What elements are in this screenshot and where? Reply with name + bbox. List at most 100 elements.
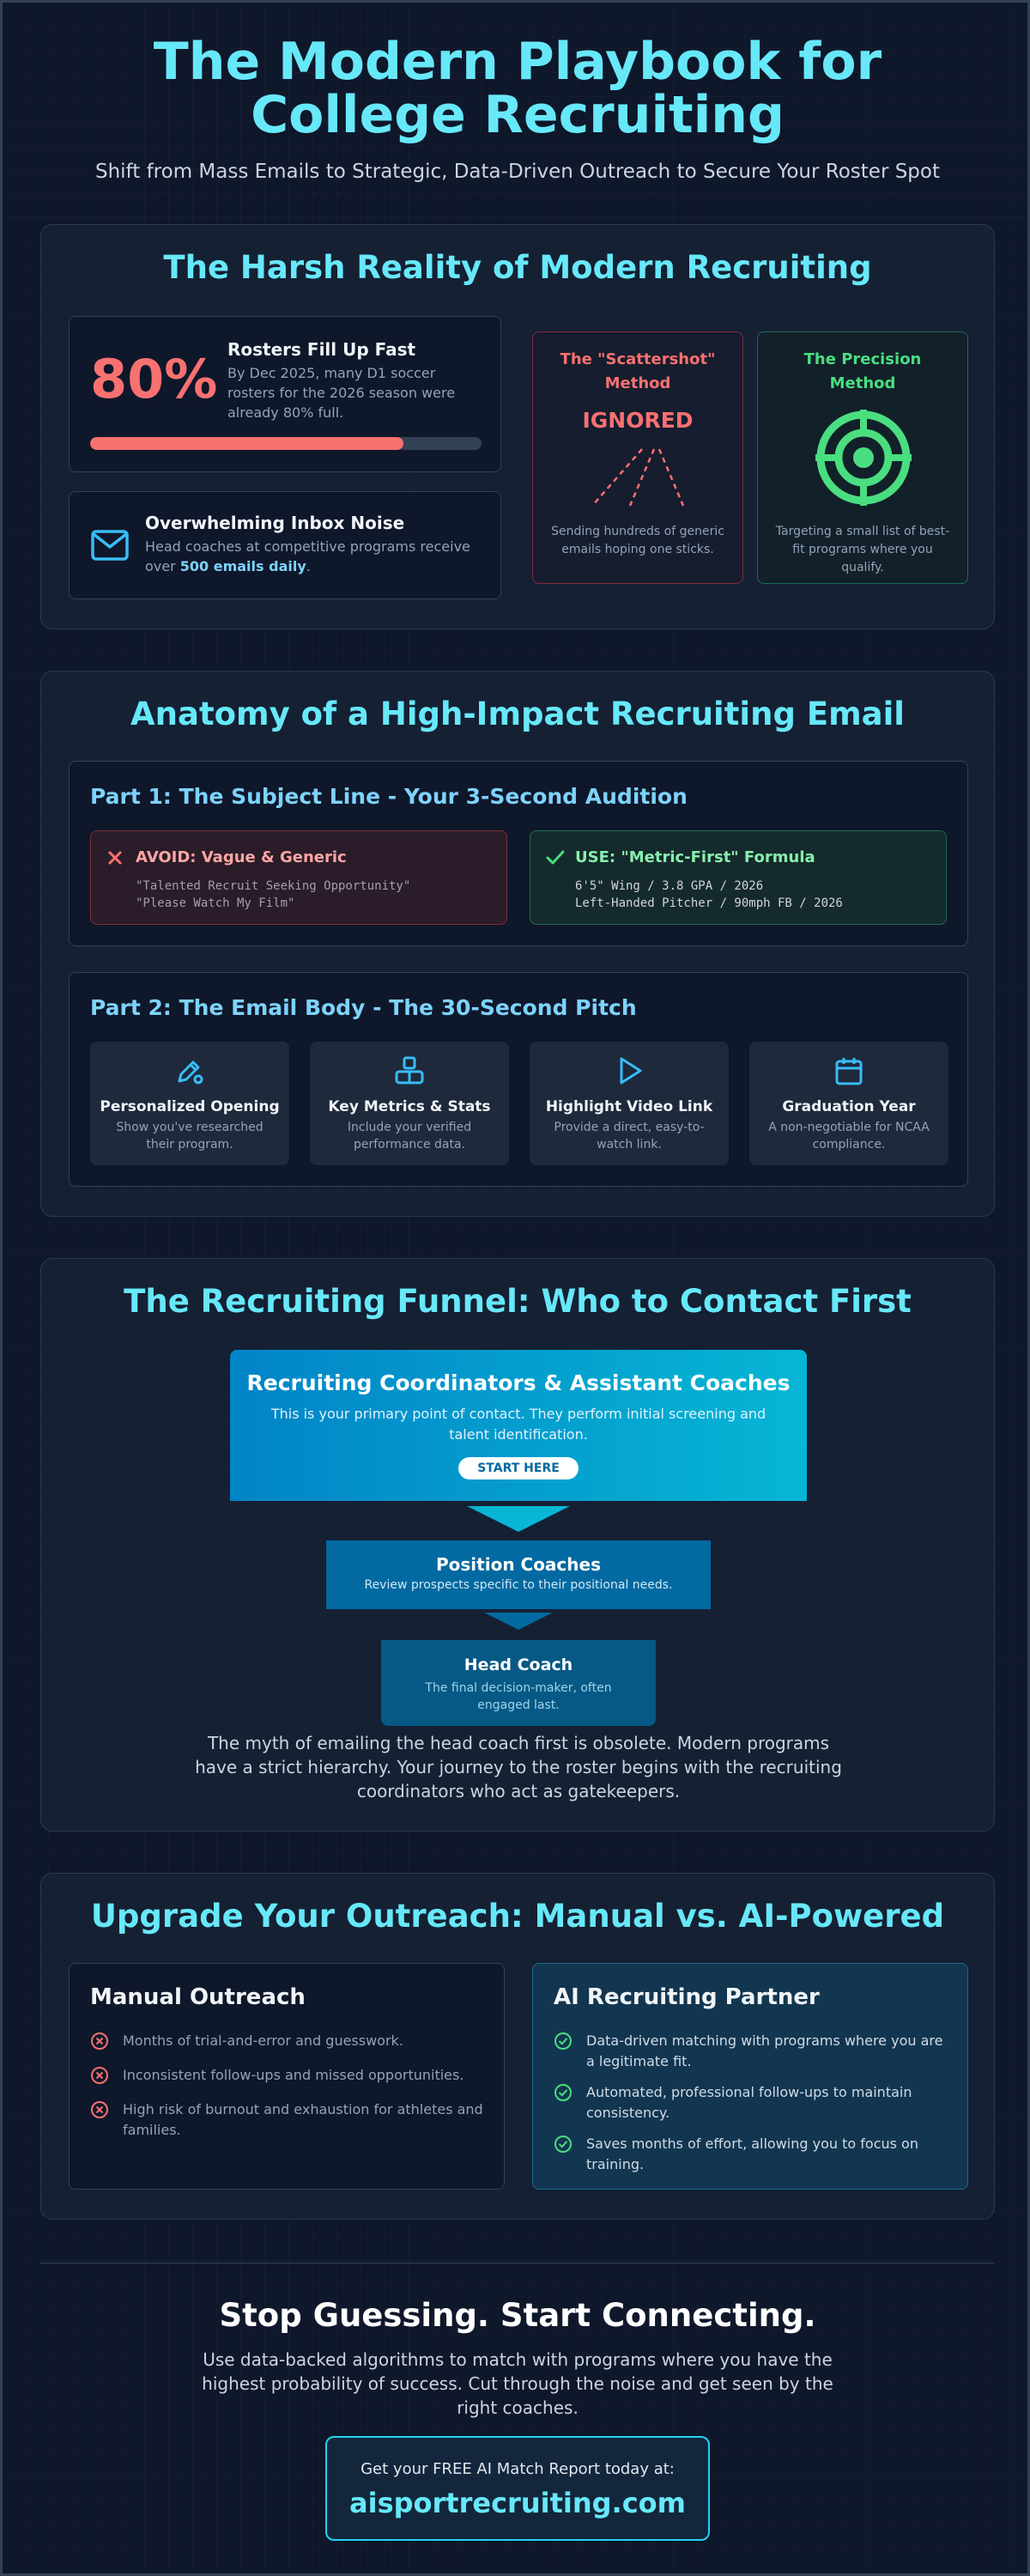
blocks-icon [395,1056,424,1084]
pitch-title: Graduation Year [782,1098,916,1115]
ai-item-text: Automated, professional follow-ups to ma… [586,2084,912,2121]
ignored-label: IGNORED [582,408,694,433]
target-icon [815,410,912,506]
check-icon [546,850,565,865]
part2-title: Part 2: The Email Body - The 30-Second P… [90,995,637,1020]
precision-title-1: The Precision [803,350,922,368]
ai-card: AI Recruiting Partner Data-driven matchi… [532,1963,968,2190]
manual-item-text: Months of trial-and-error and guesswork. [123,2032,403,2049]
inbox-text-block: Overwhelming Inbox Noise Head coaches at… [145,513,480,576]
rosters-text-block: Rosters Fill Up Fast By Dec 2025, many D… [227,339,482,422]
pitch-item-metrics: Key Metrics & Stats Include your verifie… [310,1042,509,1165]
pitch-desc: Show you've researched their program. [116,1121,264,1151]
precision-card: The Precision Method Targeting a small l… [757,331,968,584]
manual-item: Months of trial-and-error and guesswork. [90,2031,483,2051]
check-circle-icon [554,2084,572,2101]
scattershot-desc: Sending hundreds of generic emails hopin… [551,525,724,556]
scattershot-title: The "Scattershot" Method [533,348,742,396]
pitch-desc: A non-negotiable for NCAA compliance. [768,1121,930,1151]
cta-section: Stop Guessing. Start Connecting. Use dat… [3,2297,1030,2420]
precision-title: The Precision Method [758,348,967,396]
use-line: Left-Handed Pitcher / 90mph FB / 2026 [575,896,843,910]
cta-text: Use data-backed algorithms to match with… [202,2349,833,2418]
cta-title: Stop Guessing. Start Connecting. [219,2297,816,2334]
rosters-progress-track [90,437,482,450]
pitch-title: Highlight Video Link [545,1098,713,1115]
funnel-section: The Recruiting Funnel: Who to Contact Fi… [40,1258,995,1832]
manual-item: Inconsistent follow-ups and missed oppor… [90,2065,483,2086]
mail-icon [91,530,129,561]
x-circle-icon [91,2032,108,2050]
cta-box[interactable]: Get your FREE AI Match Report today at: … [325,2436,710,2541]
funnel-title: The Recruiting Funnel: Who to Contact Fi… [124,1283,912,1320]
manual-title: Manual Outreach [90,1984,306,2010]
funnel-summary: The myth of emailing the head coach firs… [195,1733,842,1801]
cta-url-link[interactable]: aisportrecruiting.com [349,2487,686,2519]
check-circle-icon [554,2032,572,2050]
ai-item-text: Saves months of effort, allowing you to … [586,2136,918,2172]
tier1-title: Recruiting Coordinators & Assistant Coac… [246,1370,791,1395]
funnel-tier-position: Position Coaches Review prospects specif… [326,1540,711,1609]
pitch-title: Personalized Opening [100,1098,280,1115]
x-icon [107,850,123,866]
precision-desc: Targeting a small list of best-fit progr… [775,525,950,574]
check-circle-icon [554,2136,572,2153]
x-circle-icon [91,2101,108,2118]
rosters-card: 80% Rosters Fill Up Fast By Dec 2025, ma… [69,316,501,472]
part1-title: Part 1: The Subject Line - Your 3-Second… [90,784,688,809]
rosters-text: By Dec 2025, many D1 soccer rosters for … [227,365,456,421]
funnel-tier-head-coach: Head Coach The final decision-maker, oft… [381,1640,656,1726]
pitch-desc: Include your verified performance data. [347,1121,472,1151]
scattershot-card: The "Scattershot" Method IGNORED Sending… [532,331,743,584]
play-icon [620,1057,642,1084]
manual-card: Manual Outreach Months of trial-and-erro… [69,1963,505,2190]
avoid-line: "Please Watch My Film" [136,896,295,910]
part1-card: Part 1: The Subject Line - Your 3-Second… [69,761,968,946]
anatomy-title: Anatomy of a High-Impact Recruiting Emai… [130,696,905,732]
tier1-desc: This is your primary point of contact. T… [270,1406,766,1443]
use-lines: 6'5" Wing / 3.8 GPA / 2026 Left-Handed P… [575,878,843,912]
tier2-desc: Review prospects specific to their posit… [364,1578,673,1592]
reality-title: The Harsh Reality of Modern Recruiting [163,249,872,286]
calendar-icon [835,1058,863,1085]
ai-item: Automated, professional follow-ups to ma… [554,2082,947,2123]
pitch-item-personalized: Personalized Opening Show you've researc… [90,1042,289,1165]
inbox-highlight: 500 emails daily [179,558,306,574]
hero: The Modern Playbook for College Recruiti… [3,35,1030,183]
x-circle-icon [91,2067,108,2084]
avoid-lines: "Talented Recruit Seeking Opportunity" "… [136,878,410,912]
inbox-text: Head coaches at competitive programs rec… [145,537,480,576]
funnel-arrow-1 [467,1506,570,1532]
ai-item: Data-driven matching with programs where… [554,2031,947,2072]
start-here-badge[interactable]: START HERE [458,1457,579,1479]
pitch-desc: Provide a direct, easy-to-watch link. [554,1121,705,1151]
rosters-progress-fill [90,437,403,450]
inbox-card: Overwhelming Inbox Noise Head coaches at… [69,491,501,599]
avoid-line: "Talented Recruit Seeking Opportunity" [136,879,411,893]
cta-box-label: Get your FREE AI Match Report today at: [360,2460,675,2478]
precision-title-2: Method [829,374,896,392]
use-line: 6'5" Wing / 3.8 GPA / 2026 [575,879,764,893]
ai-item-text: Data-driven matching with programs where… [586,2032,943,2069]
pen-icon [178,1060,203,1084]
part2-card: Part 2: The Email Body - The 30-Second P… [69,972,968,1187]
pitch-item-video: Highlight Video Link Provide a direct, e… [530,1042,729,1165]
inbox-text-after: . [306,558,311,574]
title-line-1: The Modern Playbook for [153,32,882,92]
manual-item: High risk of burnout and exhaustion for … [90,2099,483,2141]
scattershot-title-1: The "Scattershot" [560,350,716,368]
page-subtitle: Shift from Mass Emails to Strategic, Dat… [94,161,940,183]
anatomy-section: Anatomy of a High-Impact Recruiting Emai… [40,671,995,1217]
pitch-title: Key Metrics & Stats [328,1098,491,1115]
avoid-box: AVOID: Vague & Generic "Talented Recruit… [90,830,507,925]
ai-item: Saves months of effort, allowing you to … [554,2134,947,2175]
manual-item-text: Inconsistent follow-ups and missed oppor… [123,2067,464,2083]
use-box: USE: "Metric-First" Formula 6'5" Wing / … [530,830,947,925]
scattershot-title-2: Method [604,374,671,392]
rosters-heading: Rosters Fill Up Fast [227,339,416,360]
funnel-tier-coordinators: Recruiting Coordinators & Assistant Coac… [230,1350,807,1501]
rosters-stat: 80% [90,348,218,410]
manual-item-text: High risk of burnout and exhaustion for … [123,2101,483,2138]
upgrade-title: Upgrade Your Outreach: Manual vs. AI-Pow… [90,1898,945,1935]
